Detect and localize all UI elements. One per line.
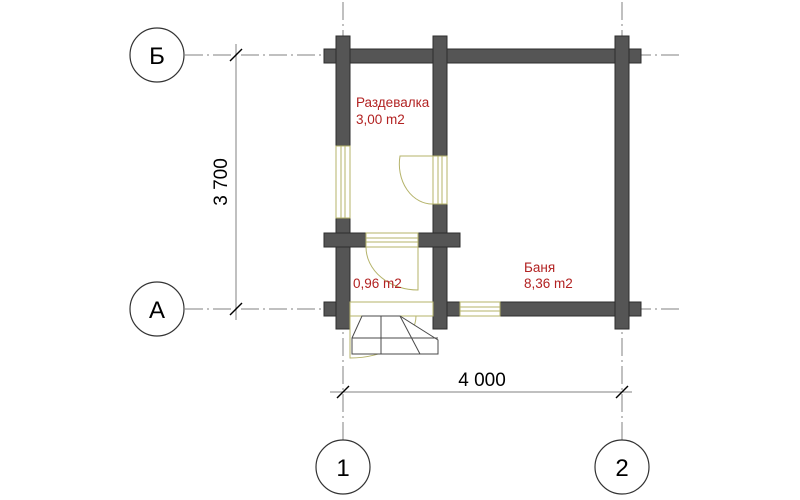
wall-partition-right	[417, 232, 461, 248]
door-middle-swing	[398, 155, 434, 205]
wall-top	[323, 48, 642, 64]
room-label-vestibule: 0,96 m2	[353, 276, 402, 291]
axis-bubble-b-label: Б	[149, 43, 165, 70]
wall-right	[614, 35, 630, 330]
door-partition	[365, 232, 419, 248]
door-middle	[432, 155, 448, 205]
axis-bubble-a-label: А	[149, 297, 165, 324]
window-bottom	[459, 301, 501, 317]
axis-bubble-2: 2	[594, 439, 650, 495]
window-left	[335, 145, 351, 219]
axis-bubble-b: Б	[129, 27, 185, 83]
axis-bubble-2-label: 2	[615, 455, 628, 482]
openings	[335, 145, 501, 359]
entrance-door	[349, 301, 434, 317]
room-name-bath: Баня	[524, 260, 555, 275]
wall-middle-upper	[432, 35, 448, 157]
room-area-dressing: 3,00 m2	[356, 112, 405, 127]
dimension-horizontal: 4 000	[330, 370, 632, 399]
room-label-bath: Баня 8,36 m2	[524, 260, 573, 291]
entrance-steps	[351, 315, 439, 355]
room-label-dressing-room: Раздевалка 3,00 m2	[356, 95, 430, 127]
wall-middle-lower	[432, 203, 448, 330]
room-area-bath: 8,36 m2	[524, 276, 573, 291]
room-area-vestibule: 0,96 m2	[353, 276, 402, 291]
dimension-vertical: 3 700	[211, 44, 243, 320]
dimension-horizontal-label: 4 000	[458, 370, 506, 391]
dimension-vertical-label: 3 700	[211, 158, 232, 206]
axis-bubble-1-label: 1	[336, 455, 349, 482]
axis-bubble-a: А	[129, 281, 185, 337]
axis-bubble-1: 1	[315, 439, 371, 495]
room-name-dressing: Раздевалка	[356, 95, 430, 110]
door-partition-swing	[365, 246, 419, 291]
wall-left-upper	[335, 35, 351, 147]
wall-partition-left	[323, 232, 367, 248]
